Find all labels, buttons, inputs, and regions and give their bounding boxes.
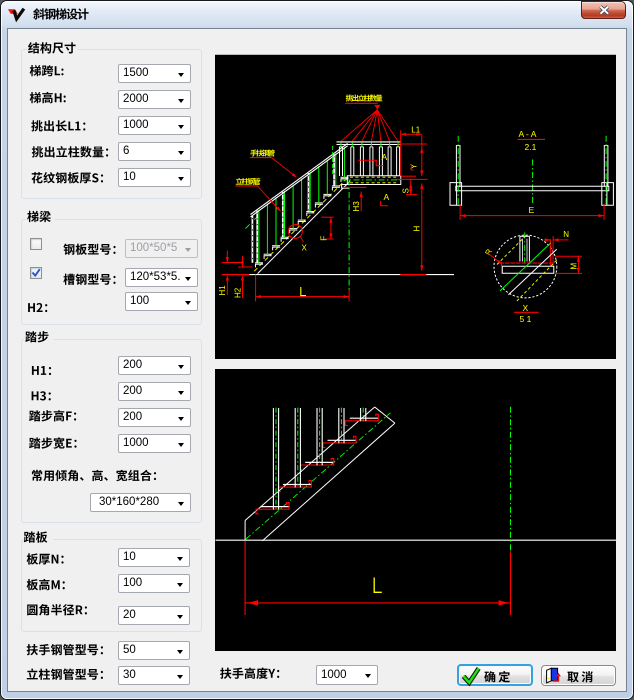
svg-text:H2: H2 (233, 287, 242, 298)
svg-text:H1: H1 (218, 285, 227, 296)
svg-text:X: X (302, 244, 308, 253)
svg-text:E: E (529, 205, 535, 215)
svg-text:H3: H3 (352, 201, 361, 212)
svg-text:L1: L1 (411, 125, 420, 134)
svg-text:S: S (402, 188, 411, 193)
svg-text:X: X (523, 303, 529, 313)
svg-text:Y: Y (410, 163, 419, 169)
svg-text:H: H (413, 226, 422, 232)
svg-text:2.1: 2.1 (525, 142, 537, 152)
svg-text:M: M (569, 263, 578, 270)
svg-text:R: R (483, 247, 494, 257)
svg-text:N: N (563, 230, 569, 239)
svg-text:5 1: 5 1 (520, 314, 532, 324)
svg-text:A - A: A - A (519, 129, 537, 139)
svg-text:F: F (320, 236, 329, 241)
svg-text:A: A (384, 192, 390, 202)
svg-text:A: A (382, 152, 388, 162)
